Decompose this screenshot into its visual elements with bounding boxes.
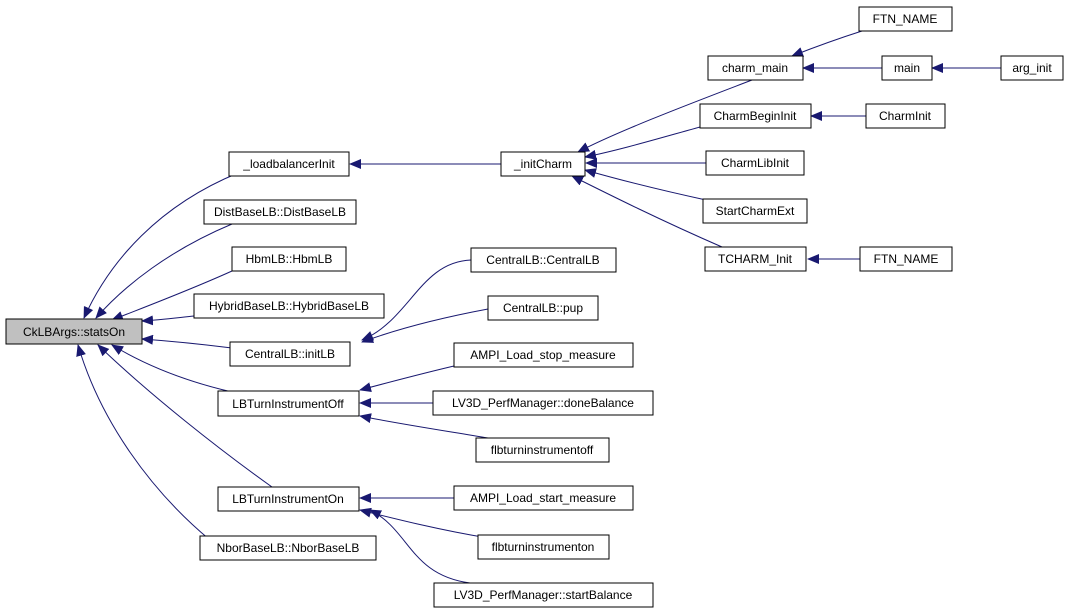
node-ftn-name-bottom[interactable]: FTN_NAME	[859, 246, 953, 272]
node-label: TCHARM_Init	[718, 252, 793, 266]
node-label: flbturninstrumenton	[492, 540, 595, 554]
node-root[interactable]: CkLBArgs::statsOn	[5, 318, 143, 345]
node-label: LBTurnInstrumentOn	[232, 492, 344, 506]
edge-charmbegininit-to-initcharm	[584, 126, 701, 160]
node-label: CharmBeginInit	[714, 109, 797, 123]
node-charmlibinit[interactable]: CharmLibInit	[705, 150, 805, 176]
edge-nborbaselb-to-root	[76, 344, 211, 541]
edge-ampistop-to-lbturnoff	[359, 365, 455, 392]
node-label: HbmLB::HbmLB	[246, 252, 333, 266]
node-lbturnoff[interactable]: LBTurnInstrumentOff	[217, 390, 360, 417]
node-flbturninstrumenton[interactable]: flbturninstrumenton	[477, 534, 610, 560]
node-loadbalancerinit[interactable]: _loadbalancerInit	[228, 151, 350, 177]
node-hbmlb[interactable]: HbmLB::HbmLB	[231, 246, 347, 272]
node-label: main	[894, 61, 920, 75]
node-label: flbturninstrumentoff	[491, 443, 594, 457]
node-label: charm_main	[722, 61, 788, 75]
edge-centralinitlb-to-root	[141, 334, 233, 349]
node-label: LV3D_PerfManager::doneBalance	[452, 396, 634, 410]
node-centralinitlb[interactable]: CentralLB::initLB	[229, 341, 351, 367]
node-label: _loadbalancerInit	[242, 157, 335, 171]
node-arg-init[interactable]: arg_init	[1000, 55, 1064, 81]
edge-distbaselb-to-root	[95, 223, 233, 319]
node-hybridbaselb[interactable]: HybridBaseLB::HybridBaseLB	[193, 293, 385, 319]
node-label: CentralLB::initLB	[245, 347, 335, 361]
node-lv3d-donebalance[interactable]: LV3D_PerfManager::doneBalance	[432, 390, 654, 416]
node-label: CharmLibInit	[721, 156, 790, 170]
node-label: CentralLB::pup	[503, 301, 583, 315]
node-centrallb-ctor[interactable]: CentralLB::CentralLB	[470, 247, 617, 273]
node-ampi-stop[interactable]: AMPI_Load_stop_measure	[453, 342, 634, 368]
node-label: DistBaseLB::DistBaseLB	[214, 205, 346, 219]
node-nborbaselb[interactable]: NborBaseLB::NborBaseLB	[199, 535, 377, 561]
node-ampi-start[interactable]: AMPI_Load_start_measure	[453, 485, 634, 511]
node-label: LV3D_PerfManager::startBalance	[454, 588, 633, 602]
node-label: CharmInit	[879, 109, 932, 123]
node-centrallb-pup[interactable]: CentralLB::pup	[487, 295, 599, 321]
edge-loadbalancerinit-to-root	[83, 172, 239, 319]
node-label: CkLBArgs::statsOn	[23, 325, 125, 339]
edge-centralctor-to-centralinitlb	[361, 259, 472, 341]
node-label: _initCharm	[513, 157, 572, 171]
edge-startcharmext-to-initcharm	[584, 168, 707, 201]
edge-tcharminit-to-initcharm	[571, 175, 723, 248]
edge-hbmlb-to-root	[111, 270, 233, 321]
edge-ftnname1-to-charmmain	[791, 30, 863, 57]
edge-lbturnon-to-root	[97, 344, 273, 488]
node-label: AMPI_Load_start_measure	[470, 491, 616, 505]
edge-flbon-to-lbturnon	[359, 507, 489, 539]
node-label: FTN_NAME	[873, 12, 938, 26]
node-charm-main[interactable]: charm_main	[707, 55, 804, 81]
edge-flboff-to-lbturnoff	[359, 413, 489, 439]
node-ftn-name-top[interactable]: FTN_NAME	[858, 6, 953, 32]
edge-centralpup-to-centralinitlb	[361, 308, 489, 343]
node-flbturninstrumentoff[interactable]: flbturninstrumentoff	[475, 437, 610, 463]
edges	[76, 30, 1001, 584]
node-label: LBTurnInstrumentOff	[232, 397, 344, 411]
node-label: NborBaseLB::NborBaseLB	[217, 541, 360, 555]
node-label: CentralLB::CentralLB	[486, 253, 599, 267]
edge-lbturnoff-to-root	[111, 344, 233, 393]
node-charminit[interactable]: CharmInit	[865, 103, 946, 129]
node-lv3d-startbalance[interactable]: LV3D_PerfManager::startBalance	[433, 582, 654, 608]
edge-charmmain-to-initcharm	[577, 79, 753, 153]
node-main[interactable]: main	[881, 55, 933, 81]
edge-hybridbaselb-to-root	[141, 315, 195, 326]
node-label: HybridBaseLB::HybridBaseLB	[209, 299, 369, 313]
node-label: StartCharmExt	[716, 204, 795, 218]
node-startcharmext[interactable]: StartCharmExt	[702, 198, 808, 224]
node-lbturnon[interactable]: LBTurnInstrumentOn	[217, 486, 360, 512]
node-label: arg_init	[1012, 61, 1052, 75]
node-label: FTN_NAME	[874, 252, 939, 266]
node-label: AMPI_Load_stop_measure	[470, 348, 616, 362]
nodes: CkLBArgs::statsOn _loadbalancerInit Dist…	[5, 6, 1064, 608]
node-distbaselb[interactable]: DistBaseLB::DistBaseLB	[203, 199, 357, 225]
node-charmbegininit[interactable]: CharmBeginInit	[699, 103, 812, 129]
node-initcharm[interactable]: _initCharm	[500, 151, 586, 177]
edge-lv3dstart-to-lbturnon	[369, 509, 471, 584]
node-tcharm-init[interactable]: TCHARM_Init	[704, 246, 807, 272]
